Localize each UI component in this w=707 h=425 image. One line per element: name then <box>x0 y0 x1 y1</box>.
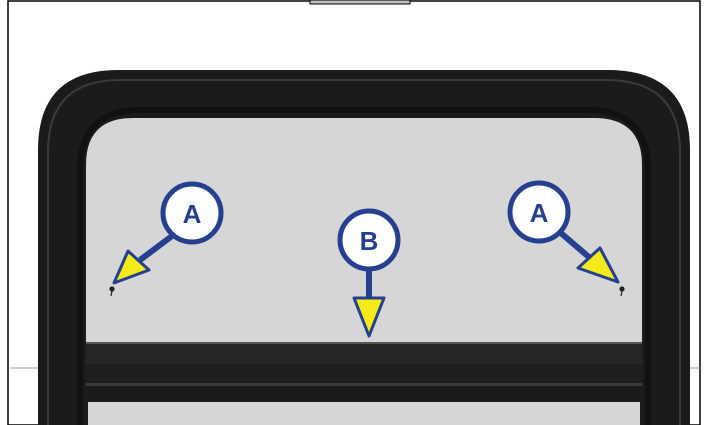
sash-rail <box>86 342 642 364</box>
callout-a-left-arrow <box>112 249 151 285</box>
lower-glass <box>88 402 640 425</box>
callout-b-label: B <box>360 226 379 256</box>
sash-rail-edge <box>86 383 642 386</box>
callout-b-arrow <box>352 296 386 338</box>
callout-a-right-circle <box>507 180 571 244</box>
callout-a-right: A <box>507 180 620 284</box>
callout-b: B <box>337 208 401 338</box>
screw-right <box>619 286 625 297</box>
callout-a-left-label: A <box>183 199 202 229</box>
sash-rail-highlight <box>86 342 642 344</box>
callout-a-left: A <box>112 181 224 285</box>
callout-b-circle <box>337 208 401 272</box>
callout-a-right-label: A <box>530 198 549 228</box>
screw-left <box>109 286 115 297</box>
callout-a-left-circle <box>160 181 224 245</box>
top-tab <box>309 0 411 5</box>
sash-rail-lower <box>86 364 642 384</box>
callout-a-right-arrow <box>576 246 620 284</box>
window-frame-bevel <box>47 79 681 425</box>
window-inner-edge <box>77 107 651 425</box>
